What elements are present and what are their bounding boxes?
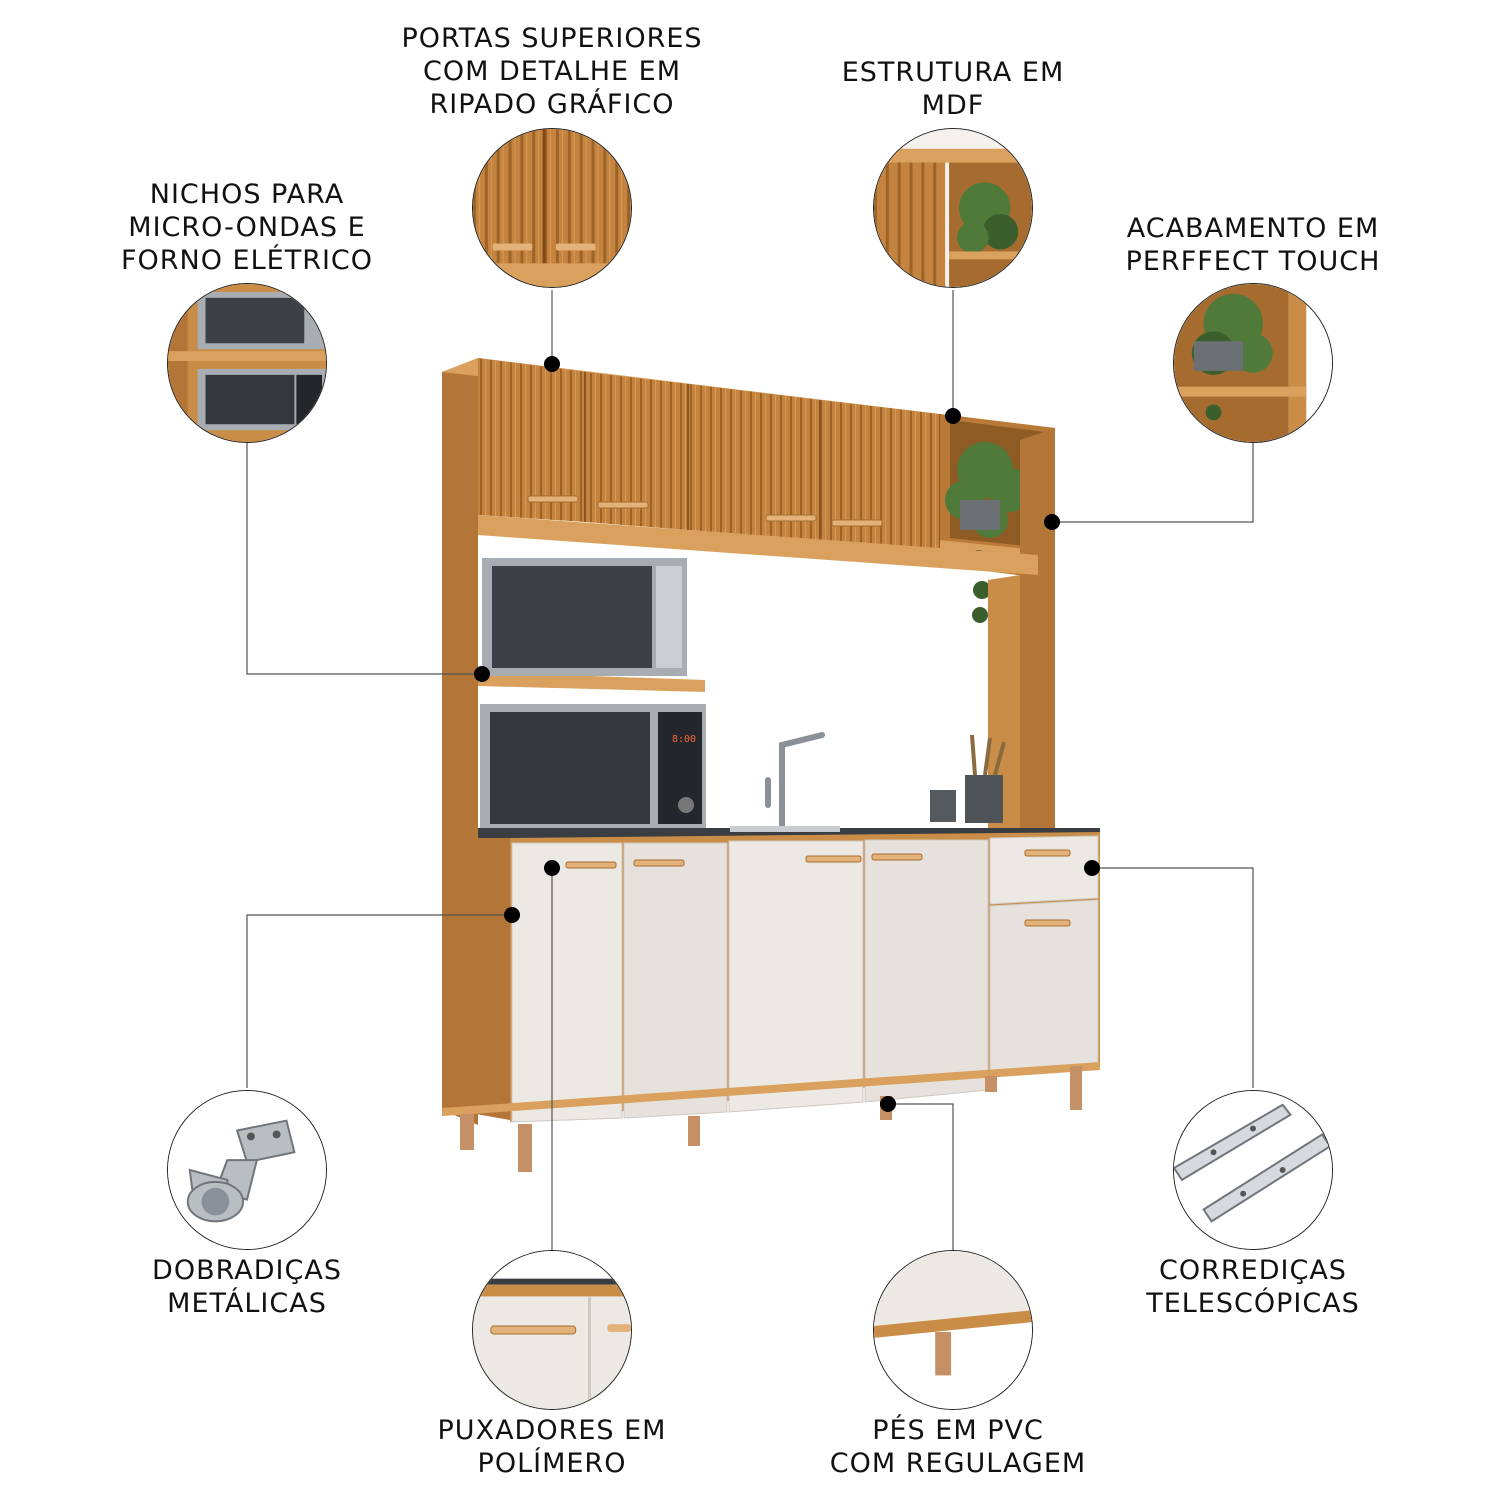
detail-circle-mdf-structure — [873, 128, 1033, 288]
detail-circle-slides — [1173, 1090, 1333, 1250]
lower-door-1 — [511, 842, 623, 1123]
microwave-display: 8:00 — [672, 734, 696, 745]
upper-door-1 — [478, 358, 585, 522]
detail-circle-feet — [873, 1250, 1033, 1410]
upper-door-3 — [688, 384, 820, 540]
detail-circle-handles — [472, 1250, 632, 1410]
lower-door-3 — [728, 840, 864, 1113]
detail-circle-microwave-niches — [167, 283, 327, 443]
upper-door-2 — [585, 372, 688, 530]
drawer-front — [989, 835, 1099, 905]
detail-circle-ripado-doors — [472, 128, 632, 288]
lower-door-4 — [864, 839, 989, 1103]
detail-circle-hinge — [167, 1090, 327, 1250]
detail-circle-finish — [1173, 283, 1333, 443]
upper-door-4 — [820, 400, 940, 550]
lower-door-2 — [623, 842, 728, 1119]
